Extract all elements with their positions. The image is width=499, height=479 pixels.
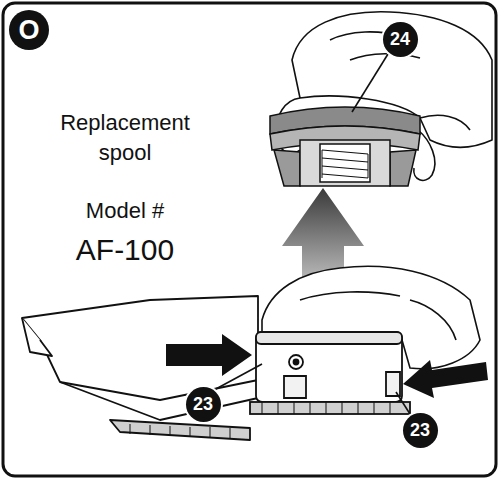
model-number: AF-100	[40, 230, 210, 271]
callout-number: 24	[383, 22, 418, 57]
callout-number: 23	[186, 387, 221, 422]
step-letter: O	[9, 10, 49, 50]
frame	[3, 3, 496, 476]
trimmer-guard	[22, 296, 258, 440]
replacement-spool	[270, 107, 420, 186]
model-caption: Model #	[40, 196, 210, 226]
squeeze-arrow	[166, 334, 252, 376]
leader-line	[214, 54, 410, 414]
spool-caption: Replacement spool	[40, 108, 210, 167]
callout-number: 23	[403, 413, 438, 448]
squeeze-arrow	[403, 360, 488, 398]
spool-housing	[250, 332, 410, 414]
